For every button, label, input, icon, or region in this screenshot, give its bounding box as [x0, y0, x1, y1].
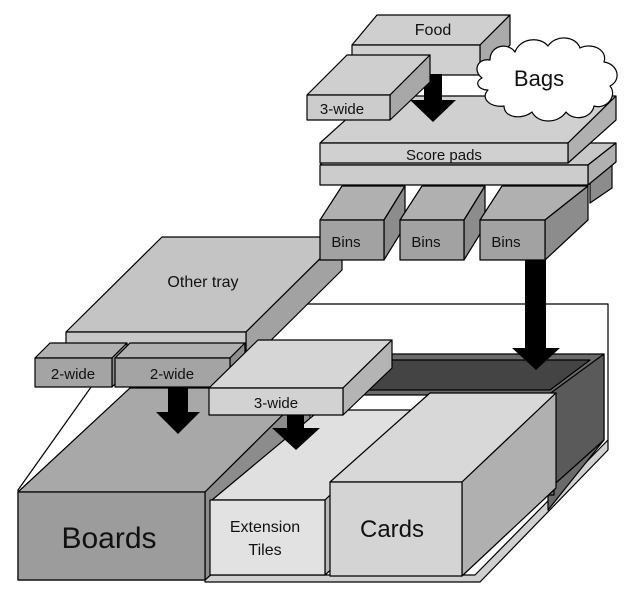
two-wide-1-front [34, 357, 113, 388]
two-wide-box-1: 2-wide [34, 342, 128, 388]
bags-cloud: Bags [476, 37, 618, 122]
two-wide-1-label: 2-wide [51, 366, 95, 383]
bins-2-front [399, 219, 465, 261]
boards-front [17, 491, 206, 581]
bags-label: Bags [514, 66, 564, 91]
arrow-to-dark-box-icon [512, 260, 560, 370]
arrow-to-boards-icon [156, 387, 200, 434]
game-box-floor-edge [204, 439, 609, 583]
two-wide-2-top [114, 342, 246, 359]
cards-label: Cards [360, 516, 424, 543]
bins-box-3: Bins [479, 185, 589, 261]
two-wide-2-label: 2-wide [150, 366, 194, 383]
score-pad-2-front [319, 164, 589, 186]
bins-2-label: Bins [411, 234, 440, 251]
other-tray-label: Other tray [167, 274, 238, 291]
three-wide-middle-box: 3-wide [208, 339, 393, 416]
extension-label-line1: Extension [230, 519, 300, 536]
boards-label: Boards [61, 522, 156, 555]
two-wide-1-top [34, 342, 128, 359]
three-wide-mid-front [208, 387, 344, 416]
cards-front [329, 481, 463, 577]
bins-box-1: Bins [319, 185, 406, 261]
two-wide-box-2: 2-wide [114, 342, 246, 388]
three-wide-mid-label: 3-wide [254, 395, 298, 412]
arrow-to-extension-icon [272, 415, 320, 450]
score-pad-1-front [319, 142, 569, 164]
three-wide-top-box: 3-wide [306, 54, 431, 121]
bins-3-front [479, 219, 546, 261]
food-label: Food [415, 22, 451, 39]
three-wide-top-front [306, 94, 391, 121]
arrow-to-score-pads-icon [410, 74, 456, 122]
score-pads-label: Score pads [406, 147, 482, 164]
extension-front [209, 499, 326, 576]
cards-block: Cards [329, 392, 557, 577]
three-wide-top-label: 3-wide [320, 101, 364, 118]
bins-3-label: Bins [491, 234, 520, 251]
bins-box-2: Bins [399, 185, 486, 261]
bins-1-front [319, 219, 385, 261]
cloud-icon [476, 37, 618, 122]
bins-1-label: Bins [331, 234, 360, 251]
extension-label-line2: Tiles [248, 542, 281, 559]
